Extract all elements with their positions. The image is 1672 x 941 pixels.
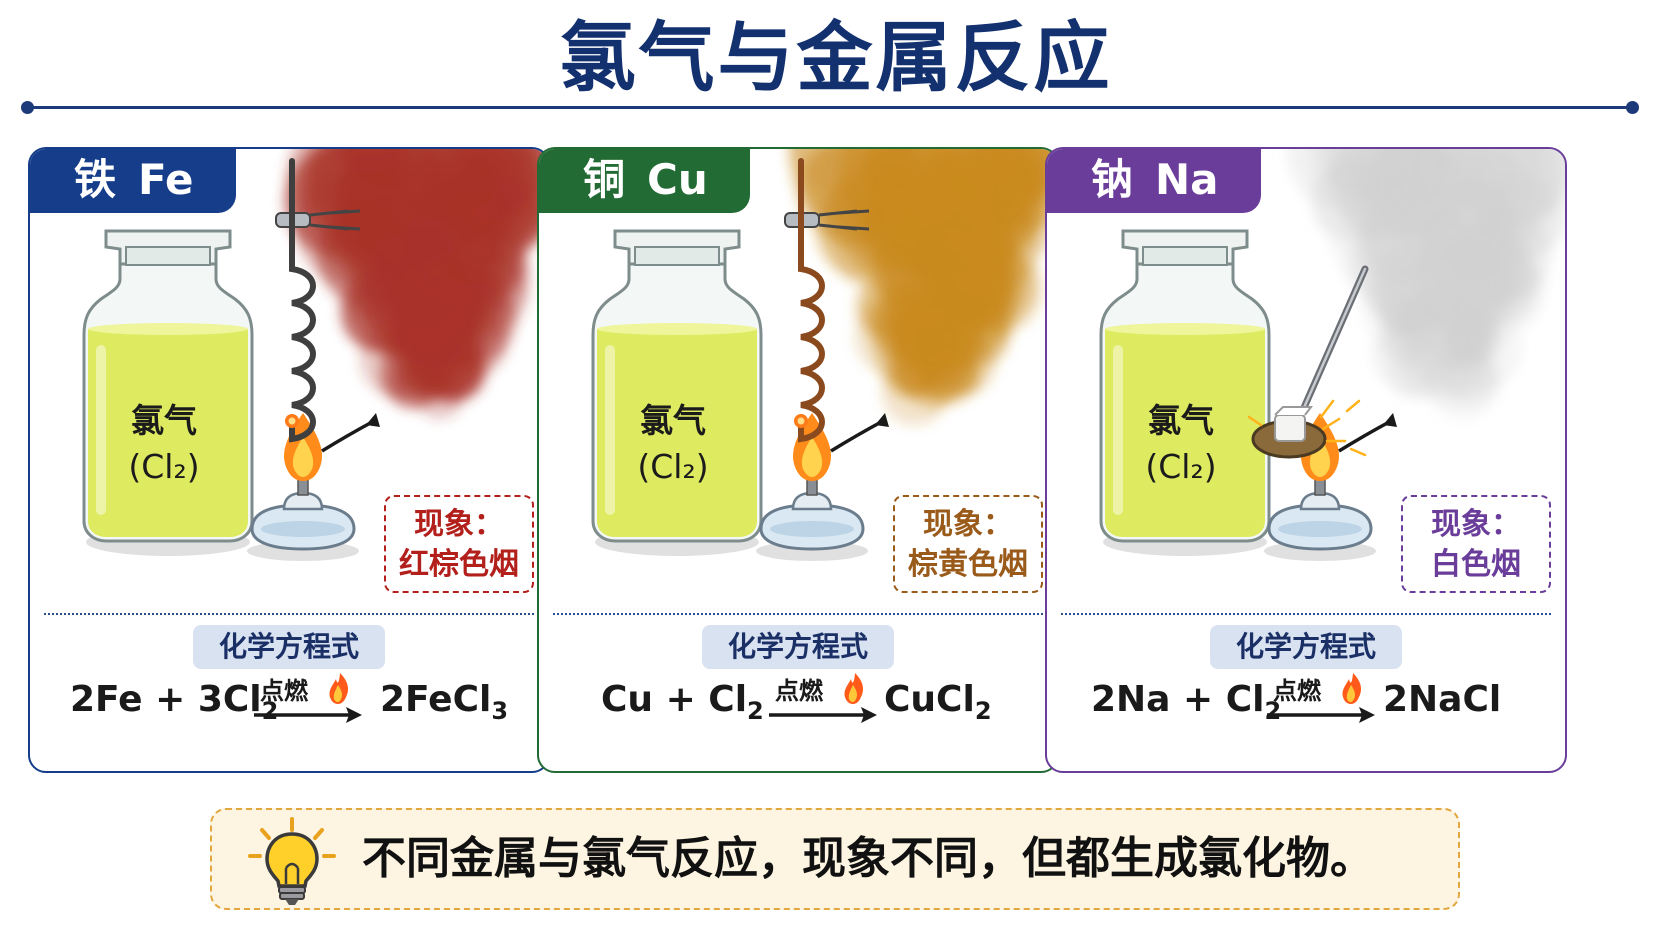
- metal-tag: 铜 Cu: [539, 149, 750, 213]
- equation-label: 化学方程式: [192, 625, 386, 669]
- observation-title: 现象：: [923, 507, 1013, 542]
- products: 2FeCl3: [380, 679, 509, 726]
- chemical-equation: Cu + Cl2 CuCl2 点燃: [539, 671, 1057, 741]
- jar-label: 氯气: [131, 401, 197, 440]
- lightbulb-icon: [248, 817, 336, 905]
- metal-name: 铜: [583, 155, 626, 204]
- flame-icon: [329, 673, 348, 704]
- title-rule: [28, 106, 1632, 109]
- chemical-equation: 2Na + Cl2 2NaCl 点燃: [1047, 671, 1565, 741]
- metal-symbol: Cu: [647, 155, 708, 204]
- jar-formula: (Cl₂): [1145, 447, 1217, 486]
- reaction-condition: 点燃: [1273, 677, 1321, 705]
- apparatus-illustration: [82, 149, 548, 561]
- observation-box: 现象： 红棕色烟: [384, 495, 534, 593]
- observation-title: 现象：: [414, 507, 504, 542]
- panel-divider: [553, 613, 1043, 615]
- metal-tag: 钠 Na: [1047, 149, 1261, 213]
- reaction-condition: 点燃: [775, 677, 823, 705]
- metal-symbol: Na: [1155, 155, 1219, 204]
- smoke-cloud: [1286, 149, 1565, 418]
- metal-tag: 铁 Fe: [30, 149, 236, 213]
- observation-box: 现象： 白色烟: [1401, 495, 1551, 593]
- reactants: 2Fe + 3Cl2: [70, 679, 279, 726]
- gas-jar: [591, 229, 763, 556]
- summary-note: 不同金属与氯气反应，现象不同，但都生成氯化物。: [210, 808, 1460, 910]
- wire-coil: [275, 158, 361, 443]
- reactants: Cu + Cl2: [601, 679, 764, 726]
- jar-label: 氯气: [640, 401, 706, 440]
- direction-arrow-icon: [321, 413, 380, 453]
- apparatus-illustration: [1099, 149, 1565, 561]
- gas-jar: [82, 229, 254, 556]
- smoke-cloud: [788, 149, 1057, 426]
- equation-label: 化学方程式: [1209, 625, 1403, 669]
- summary-text: 不同金属与氯气反应，现象不同，但都生成氯化物。: [362, 833, 1374, 884]
- reaction-arrow-icon: [769, 673, 877, 723]
- page-title: 氯气与金属反应: [559, 13, 1113, 102]
- apparatus-illustration: [591, 149, 1057, 561]
- jar-formula: (Cl₂): [637, 447, 709, 486]
- direction-arrow-icon: [1338, 413, 1397, 453]
- title-rule-right-dot: [1626, 101, 1639, 114]
- combustion-spoon: [1247, 265, 1369, 459]
- observation-title: 现象：: [1431, 507, 1521, 542]
- metal-name: 铁: [74, 155, 117, 204]
- panel-divider: [1061, 613, 1551, 615]
- products: 2NaCl: [1383, 679, 1502, 720]
- panel-copper: 铜 Cu 氯气 (Cl₂) 现象： 棕黄色烟 化学方程式 Cu + Cl2 CuCl…: [537, 147, 1059, 773]
- title-rule-left-dot: [21, 101, 34, 114]
- panel-sodium: 钠 Na 氯气 (Cl₂) 现象： 白色烟 化学方程式 2Na + Cl2 2NaC…: [1045, 147, 1567, 773]
- metal-symbol: Fe: [138, 155, 194, 204]
- observation-box: 现象： 棕黄色烟: [893, 495, 1043, 593]
- chemical-equation: 2Fe + 3Cl2 2FeCl3 点燃: [30, 671, 548, 741]
- products: CuCl2: [884, 679, 992, 726]
- alcohol-lamp: [247, 413, 359, 561]
- flame-icon: [1342, 673, 1361, 704]
- wire-coil: [784, 158, 870, 443]
- jar-formula: (Cl₂): [128, 447, 200, 486]
- observation-text: 红棕色烟: [399, 547, 519, 582]
- reaction-arrow-icon: [254, 673, 362, 723]
- panel-divider: [44, 613, 534, 615]
- observation-text: 棕黄色烟: [908, 547, 1028, 582]
- observation-text: 白色烟: [1431, 547, 1521, 582]
- reaction-condition: 点燃: [260, 677, 308, 705]
- gas-jar: [1099, 229, 1271, 556]
- flame-icon: [844, 673, 863, 704]
- smoke-cloud: [284, 149, 548, 420]
- equation-label: 化学方程式: [701, 625, 895, 669]
- metal-name: 钠: [1091, 155, 1134, 204]
- jar-label: 氯气: [1148, 401, 1214, 440]
- reactants: 2Na + Cl2: [1091, 679, 1282, 726]
- reaction-arrow-icon: [1267, 673, 1375, 723]
- direction-arrow-icon: [830, 413, 889, 453]
